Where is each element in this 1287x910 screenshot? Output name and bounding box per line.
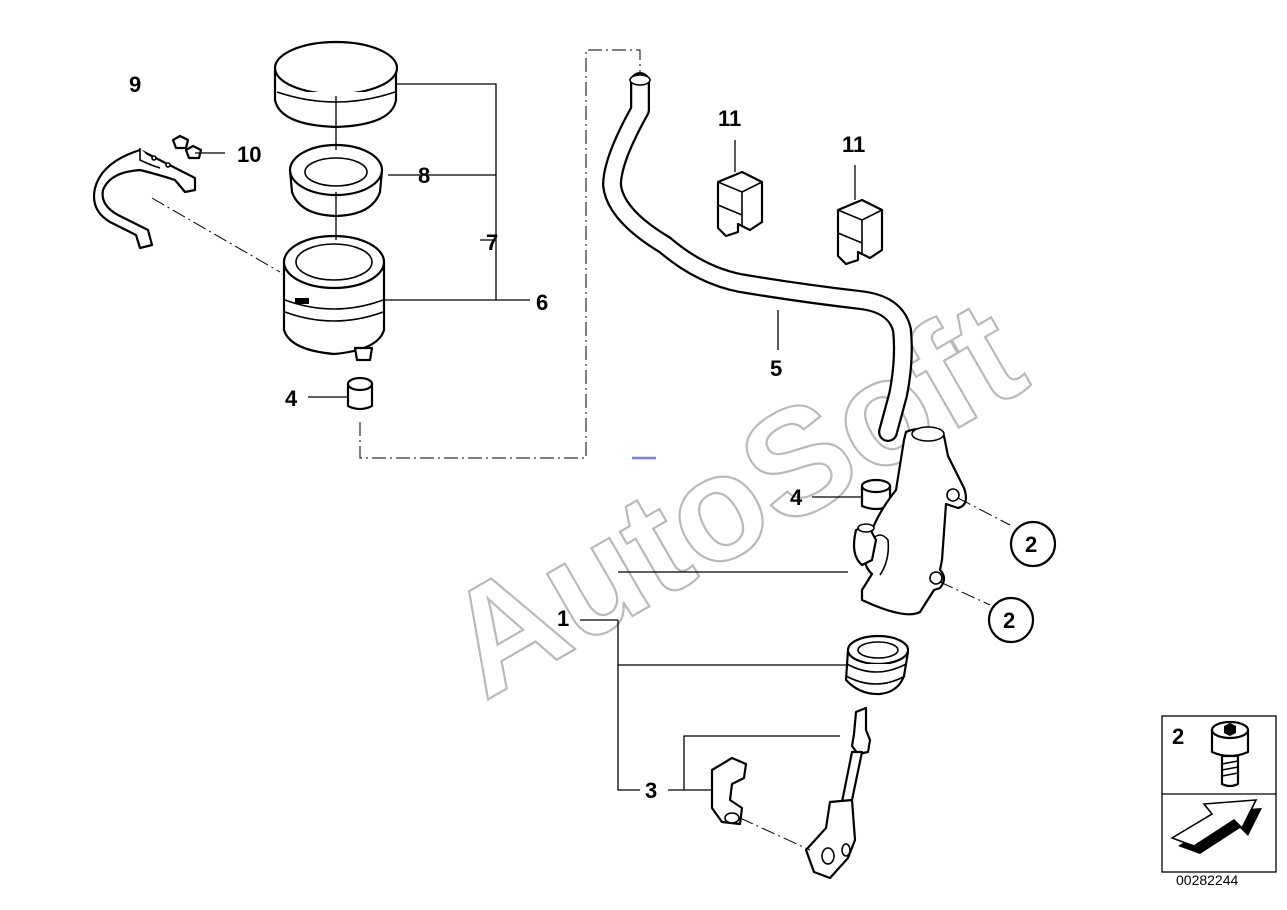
screw-pair[interactable] — [171, 134, 203, 160]
legend-box: 2 — [1161, 715, 1277, 873]
legend-item-label: 2 — [1172, 724, 1184, 749]
hose-clamp-upper[interactable] — [346, 376, 374, 411]
retaining-clip[interactable] — [710, 756, 748, 826]
brake-hose[interactable] — [602, 72, 913, 442]
label-10: 10 — [237, 142, 261, 167]
label-11-right: 11 — [842, 132, 865, 157]
label-2-upper: 2 — [1025, 532, 1037, 557]
label-9: 9 — [129, 72, 141, 97]
rubber-boot[interactable] — [844, 634, 910, 696]
label-5: 5 — [770, 356, 782, 381]
callout-circle-2a — [1009, 520, 1057, 568]
label-4-lower: 4 — [790, 485, 803, 510]
hose-clip-right[interactable] — [836, 198, 884, 266]
arrow-icon — [1170, 799, 1262, 854]
leader-7 — [384, 83, 530, 301]
hose-clip-left[interactable] — [716, 170, 764, 238]
label-2-lower: 2 — [1003, 608, 1015, 633]
label-1: 1 — [557, 606, 569, 631]
label-3: 3 — [645, 778, 657, 803]
push-rod[interactable] — [804, 706, 872, 880]
label-7: 7 — [486, 230, 498, 255]
label-11-left: 11 — [718, 106, 741, 131]
master-cylinder[interactable] — [852, 426, 968, 616]
label-4-upper: 4 — [285, 386, 298, 411]
reservoir-body[interactable] — [282, 234, 386, 362]
catalog-number: 00282244 — [1176, 872, 1239, 888]
label-8: 8 — [418, 163, 430, 188]
bolt-icon — [1210, 720, 1250, 788]
mounting-clamp[interactable] — [92, 148, 197, 250]
label-6: 6 — [536, 290, 548, 315]
callout-circle-2b — [987, 596, 1035, 644]
